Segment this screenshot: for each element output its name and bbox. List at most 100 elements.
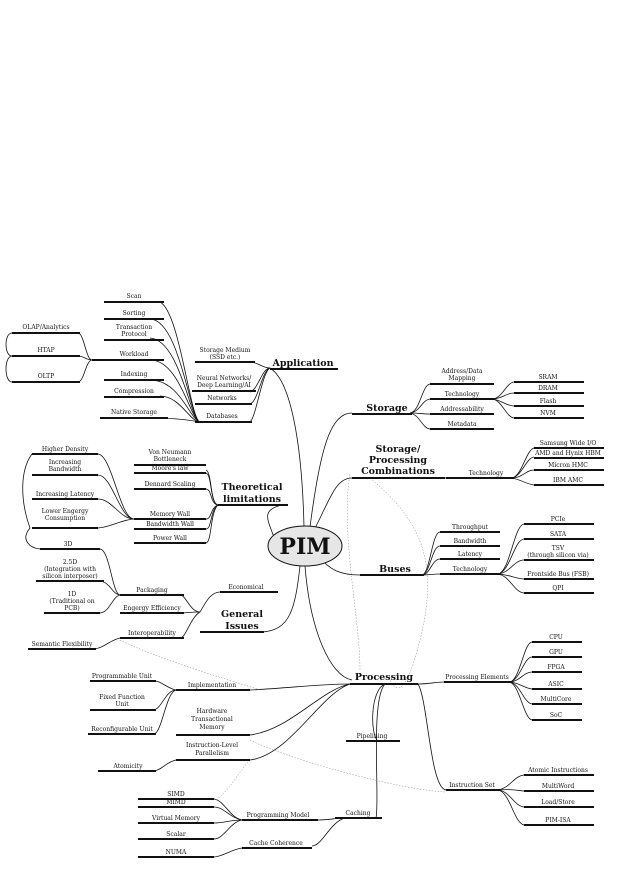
dotted-link-4	[249, 739, 447, 793]
connector-buses-throughput	[421, 531, 441, 576]
connector-storage-metadata	[409, 412, 431, 430]
dotted-link-1	[346, 473, 361, 671]
leaf-1d-1: 1D	[68, 591, 77, 598]
branch-buses: Buses	[379, 564, 411, 575]
branch-theoretical-1: Theoretical	[222, 482, 283, 493]
root-node: PIM	[267, 525, 343, 567]
connector-impl-fixed	[153, 689, 177, 711]
leaf-neural-2: Deep Learning/AI	[197, 382, 251, 389]
leaf-asic: ASIC	[547, 681, 564, 688]
connector-th-powerwall	[205, 504, 219, 544]
leaf-25d-1: 2.5D	[63, 559, 78, 566]
leaf-atomic-instructions: Atomic Instructions	[527, 767, 588, 774]
leaf-load-store: Load/Store	[541, 799, 575, 806]
leaf-ilp-2: Parallelism	[195, 750, 229, 757]
leaf-databases: Databases	[206, 413, 238, 420]
connector-caching-coherence	[311, 817, 346, 847]
connector-pe-gpu	[509, 656, 533, 683]
leaf-sorting: Sorting	[123, 310, 146, 317]
leaf-metadata: Metadata	[447, 421, 477, 428]
connector-tech-dram	[491, 392, 515, 400]
connector-mw-bandwidth	[97, 474, 135, 520]
leaf-pcie: PCIe	[551, 516, 566, 523]
branch-combinations-3: Combinations	[361, 466, 435, 477]
leaf-lower-energy-1: Lower Engergy	[42, 508, 89, 515]
leaf-workload: Workload	[120, 351, 149, 358]
buses-leaves: Throughput Bandwidth Latency Technology …	[440, 516, 594, 594]
connector-th-bandwidthwall	[205, 504, 219, 530]
leaf-processing-elements: Processing Elements	[445, 674, 509, 681]
branch-general-1: General	[221, 609, 263, 620]
connector-mw-energy	[97, 518, 135, 529]
leaf-bandwidth: Bandwidth	[454, 538, 487, 545]
leaf-tsv-2: (through silicon via)	[527, 552, 588, 559]
leaf-25d-3: silicon interposer)	[42, 573, 98, 580]
root-label: PIM	[279, 534, 330, 560]
leaf-htm-3: Memory	[199, 724, 225, 731]
application-leaves: Storage Medium (SSD etc.) Neural Network…	[12, 293, 256, 423]
leaf-instruction-set: Instruction Set	[449, 782, 495, 789]
leaf-bandwidth-wall: Bandwidth Wall	[146, 521, 194, 528]
leaf-transaction-2: Protocol	[121, 331, 147, 338]
connector-root-application	[269, 367, 305, 528]
leaf-energy-efficiency: Engergy Efficiency	[123, 605, 181, 612]
leaf-addressability: Addressability	[439, 406, 484, 413]
connector-is-multiword	[497, 789, 525, 792]
leaf-address-2: Mapping	[448, 375, 475, 382]
leaf-dram: DRAM	[538, 385, 558, 392]
connector-bus-tsv	[497, 559, 525, 575]
leaf-ilp-1: Instruction-Level	[186, 742, 238, 749]
connector-gi-economical	[199, 591, 221, 613]
leaf-fixed-function-2: Unit	[115, 701, 129, 708]
connector-mw-density	[97, 453, 135, 520]
leaf-oltp: OLTP	[38, 373, 54, 380]
leaf-programming-model: Programming Model	[247, 812, 310, 819]
combinations-leaves: Technology Samsung Wide I/O AMD and Hyni…	[446, 440, 604, 486]
leaf-olap: OLAP/Analytics	[22, 324, 69, 331]
leaf-transaction-1: Transaction	[116, 324, 152, 331]
connector-app-databases	[249, 367, 271, 423]
leaf-1d-3: PCB)	[64, 605, 79, 612]
leaf-fpga: FPGA	[547, 664, 565, 671]
leaf-1d-2: (Traditional on	[49, 598, 94, 605]
connector-pm-scalar	[213, 819, 243, 840]
leaf-3d: 3D	[64, 541, 73, 548]
leaf-htm-2: Transactional	[191, 716, 233, 723]
connector-pm-mimd	[213, 806, 243, 821]
branch-processing: Processing	[355, 672, 414, 683]
connector-pe-cpu	[509, 641, 533, 683]
leaf-multicore: MultiCore	[541, 696, 572, 703]
branch-general-2: Issues	[225, 621, 258, 632]
connector-db-indexing	[149, 379, 201, 423]
leaf-storage-medium-2: (SSD etc.)	[210, 354, 241, 361]
connector-root-combinations	[313, 477, 353, 531]
branch-combinations-2: Processing	[369, 455, 428, 466]
connector-pm-vm	[213, 819, 243, 824]
connector-workload-oltp	[77, 359, 93, 383]
leaf-higher-density: Higher Density	[42, 446, 89, 453]
leaf-25d-2: (Integration with	[44, 566, 96, 573]
leaf-reconfigurable-unit: Reconfigurable Unit	[91, 726, 153, 733]
leaf-mimd: MIMD	[166, 799, 186, 806]
connector-impl-programmable	[153, 680, 177, 691]
leaf-neural-1: Neural Networks/	[197, 375, 252, 382]
leaf-implementation: Implementation	[188, 682, 236, 689]
connector-pkg-3d	[99, 548, 121, 596]
leaf-packaging: Packaging	[136, 587, 168, 594]
leaf-lower-energy-2: Consumption	[45, 515, 85, 522]
connector-comb-micron	[511, 469, 535, 479]
connector-proc-htm	[249, 683, 351, 736]
branch-storage: Storage	[366, 403, 407, 414]
leaf-ibm: IBM AMC	[553, 477, 583, 484]
dotted-link-3	[119, 639, 261, 691]
leaf-htap: HTAP	[37, 347, 54, 354]
branch-application: Application	[271, 358, 333, 369]
connector-proc-instruction-set	[417, 683, 447, 791]
branch-labels: Application Storage Storage/ Processing …	[200, 358, 445, 685]
leaf-interoperability: Interoperability	[128, 630, 177, 637]
leaf-throughput: Throughput	[452, 524, 489, 531]
connector-app-networks	[249, 367, 271, 405]
connector-is-loadstore	[497, 789, 525, 808]
leaf-scalar: Scalar	[166, 831, 186, 838]
connector-comb-samsung	[511, 447, 535, 479]
